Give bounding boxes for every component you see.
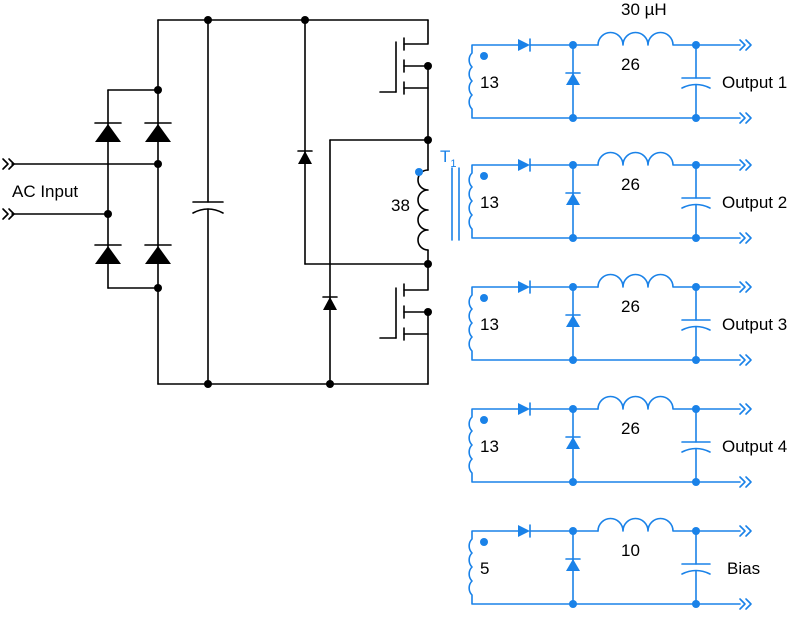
- output-terminal-positive: [739, 281, 752, 293]
- freewheel-diode: [566, 559, 580, 571]
- output-label: Output 3: [722, 315, 787, 334]
- secondary-winding: [468, 164, 741, 239]
- output-label: Bias: [727, 559, 760, 578]
- output-terminal-return: [739, 598, 752, 610]
- ac-input-label: AC Input: [12, 182, 78, 201]
- output-inductor: [597, 151, 741, 166]
- inductor-turns-label: 26: [621, 419, 640, 438]
- output-terminal-positive: [739, 525, 752, 537]
- rectifier-diode: [518, 281, 530, 293]
- freewheel-diode: [566, 315, 580, 327]
- output-terminal-return: [739, 232, 752, 244]
- transformer-core: [451, 167, 460, 241]
- lower-mosfet: [379, 263, 432, 385]
- freewheel-diode: [566, 73, 580, 85]
- input-terminal-2: [2, 208, 15, 220]
- secondary-turns-label: 5: [480, 559, 489, 578]
- ac-input-terminals: [2, 158, 159, 220]
- transformer-label: T1: [440, 147, 457, 170]
- freewheel-diode: [566, 193, 580, 205]
- rectifier-diode: [518, 525, 530, 537]
- secondary-polarity-dot: [480, 52, 488, 60]
- bulk-capacitor: [192, 16, 224, 388]
- bridge-diode-1: [95, 124, 121, 142]
- input-terminal-1: [2, 158, 15, 170]
- output-terminal-positive: [739, 39, 752, 51]
- output-inductor: [597, 395, 741, 410]
- rectifier-diode: [518, 39, 530, 51]
- output-inductor: [597, 517, 741, 532]
- secondary-polarity-dot: [480, 172, 488, 180]
- secondary-turns-label: 13: [480, 73, 499, 92]
- primary-circuit: [2, 16, 432, 388]
- transformer-label-subscript: 1: [450, 158, 456, 170]
- bridge-diode-3: [95, 246, 121, 264]
- primary-polarity-dot: [415, 168, 423, 176]
- inductor-turns-label: 10: [621, 541, 640, 560]
- secondary-turns-label: 13: [480, 437, 499, 456]
- output-label: Output 1: [722, 73, 787, 92]
- output-label: Output 4: [722, 437, 787, 456]
- secondary-winding: [468, 286, 741, 361]
- output-terminal-positive: [739, 159, 752, 171]
- output-inductor: [597, 31, 741, 46]
- secondary-winding: [468, 44, 741, 119]
- inductor-turns-label: 26: [621, 55, 640, 74]
- secondary-polarity-dot: [480, 294, 488, 302]
- output-terminal-positive: [739, 403, 752, 415]
- secondary-winding: [468, 408, 741, 483]
- clamp-diode-lower: [322, 139, 429, 388]
- output-terminal-return: [739, 476, 752, 488]
- rectifier-diode: [518, 403, 530, 415]
- primary-turns-label: 38: [391, 196, 410, 215]
- freewheel-diode: [566, 437, 580, 449]
- secondary-turns-label: 13: [480, 193, 499, 212]
- secondary-polarity-dot: [480, 538, 488, 546]
- inductor-value-label: 30 µH: [621, 0, 667, 19]
- transformer-label-main: T: [440, 147, 450, 166]
- output-inductor: [597, 273, 741, 288]
- inductor-turns-label: 26: [621, 175, 640, 194]
- output-terminal-return: [739, 354, 752, 366]
- output-label: Output 2: [722, 193, 787, 212]
- transformer-primary-winding: [415, 136, 432, 268]
- upper-mosfet: [379, 19, 432, 141]
- output-terminal-return: [739, 112, 752, 124]
- secondary-turns-label: 13: [480, 315, 499, 334]
- bridge-diode-2: [145, 124, 171, 142]
- rectifier-diode: [518, 159, 530, 171]
- bridge-rectifier: [94, 86, 172, 292]
- secondary-winding: [468, 530, 741, 605]
- clamp-diode-upper: [297, 16, 429, 265]
- bridge-diode-4: [145, 246, 171, 264]
- inductor-turns-label: 26: [621, 297, 640, 316]
- secondary-polarity-dot: [480, 416, 488, 424]
